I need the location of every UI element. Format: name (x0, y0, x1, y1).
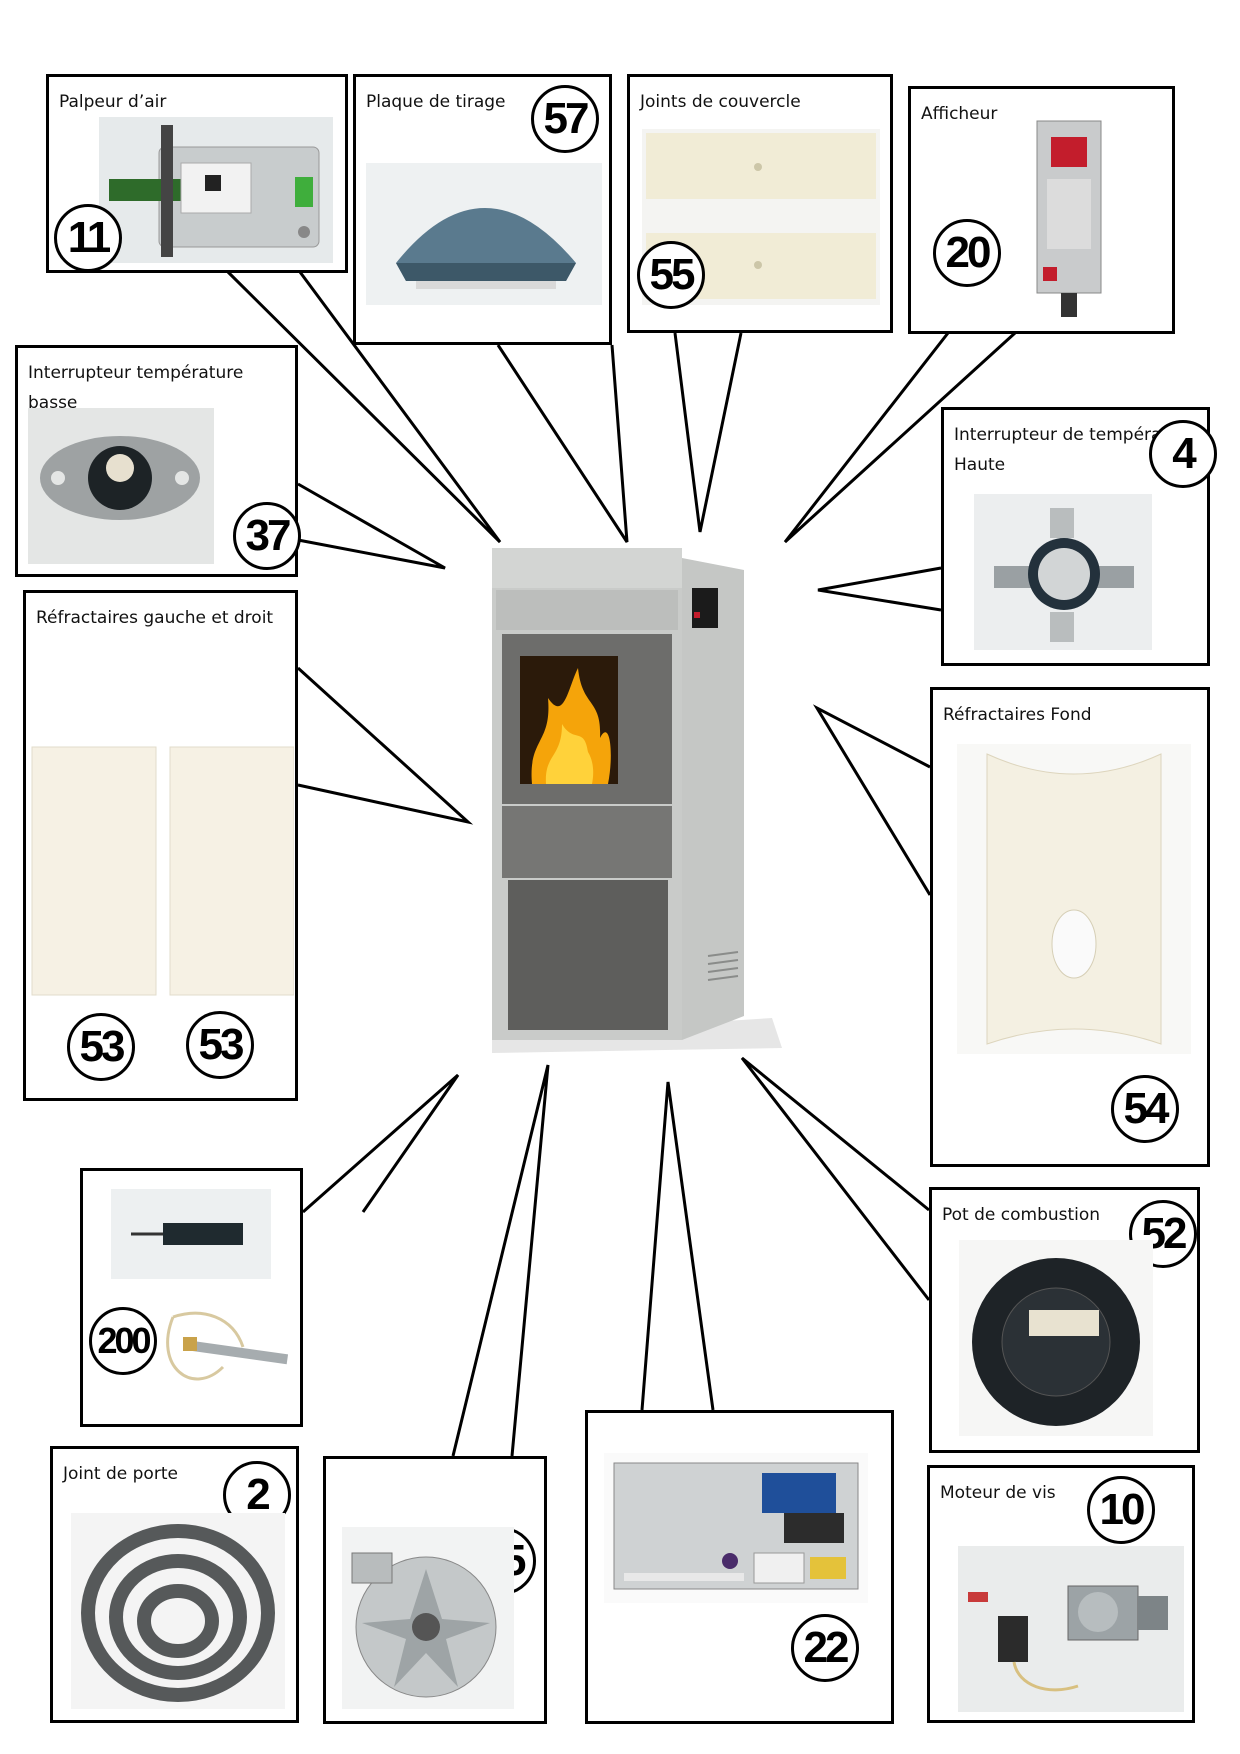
part-label: Pot de combustion (942, 1205, 1101, 1225)
part-box-joint-porte: Joint de porte 2 (50, 1446, 299, 1723)
part-number-badge: 37 (233, 502, 301, 570)
part-label: Afficheur (921, 104, 998, 124)
control-board-photo (604, 1453, 868, 1603)
part-number-badge: 54 (1111, 1075, 1179, 1143)
side-refractories-photo (31, 746, 294, 996)
air-sensor-photo (99, 117, 333, 263)
part-number-badge: 52 (1129, 1200, 1197, 1268)
pellet-stove-photo (482, 548, 782, 1053)
low-temp-switch-photo (28, 408, 214, 564)
part-label: Plaque de tirage (366, 92, 506, 112)
part-number-badge: 55 (637, 241, 705, 309)
part-label: Réfractaires gauche et droit (36, 608, 274, 628)
high-temp-switch-photo (974, 494, 1152, 650)
door-seal-photo (71, 1513, 285, 1709)
leader-refractaires-fond (812, 704, 932, 896)
draft-plate-photo (366, 163, 602, 305)
part-number-badge: 20 (933, 219, 1001, 287)
leader-afficheur (783, 331, 1017, 544)
part-box-interrupteur-basse: Interrupteur température basse 37 (15, 345, 301, 577)
part-number-badge: 53 (186, 1011, 254, 1079)
part-box-joints-couvercle: Joints de couvercle 55 (627, 74, 893, 333)
leader-palpeur (226, 270, 502, 544)
leader-pot (740, 1056, 931, 1301)
part-number-badge: 22 (791, 1614, 859, 1682)
display-unit-photo (1036, 120, 1102, 317)
leader-interrupteur-basse (297, 482, 446, 570)
leader-refractaires-gd (296, 666, 474, 825)
part-box-pot: Pot de combustion 52 (929, 1187, 1200, 1453)
leader-carte (640, 1081, 715, 1411)
igniter-cartridge-photo (166, 1311, 289, 1381)
part-box-refractaires-fond: Réfractaires Fond 54 (930, 687, 1210, 1167)
part-number-badge: 53 (67, 1013, 135, 1081)
part-box-interrupteur-haute: Interrupteur de température Haute 4 (941, 407, 1217, 666)
burn-pot-photo (959, 1240, 1153, 1436)
part-number-badge: 11 (54, 204, 122, 272)
exhaust-fan-photo (342, 1527, 514, 1709)
part-box-plaque: Plaque de tirage 57 (353, 74, 612, 345)
back-refractory-photo (957, 744, 1191, 1054)
part-label: Joint de porte (63, 1464, 178, 1484)
leader-plaque (496, 344, 629, 543)
auger-motor-photo (958, 1546, 1184, 1712)
part-number-badge: 200 (89, 1307, 157, 1375)
part-box-moteur: Moteur de vis 10 (927, 1465, 1195, 1723)
part-label: Réfractaires Fond (943, 705, 1092, 725)
leader-extracteur (451, 1064, 550, 1457)
part-label: Joints de couvercle (640, 92, 801, 112)
part-number-badge: 4 (1149, 420, 1217, 488)
leader-allumeur (302, 1073, 460, 1214)
part-box-afficheur: Afficheur 20 (908, 86, 1175, 334)
part-label: Interrupteur température basse (28, 363, 244, 413)
part-label: Moteur de vis (940, 1483, 1056, 1503)
part-label: Palpeur d’air (59, 92, 167, 112)
leader-interrupteur-haute (817, 566, 942, 612)
part-number-badge: 10 (1087, 1476, 1155, 1544)
part-box-carte: 22 (585, 1410, 894, 1724)
part-box-palpeur: Palpeur d’air 11 (46, 74, 348, 273)
part-number-badge: 57 (531, 85, 599, 153)
part-box-refractaires-gd: Réfractaires gauche et droit 53 53 (23, 590, 298, 1101)
part-box-allumeur: 200 (80, 1168, 303, 1427)
leader-joints (673, 332, 743, 533)
part-box-extracteur: 35 (323, 1456, 547, 1724)
igniter-photo (111, 1189, 271, 1279)
